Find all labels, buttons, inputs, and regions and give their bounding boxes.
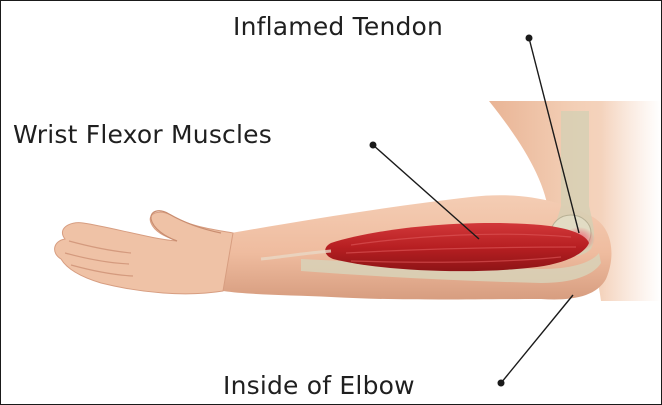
label-wrist-flexor-muscles: Wrist Flexor Muscles [13, 120, 272, 149]
hand [55, 212, 233, 294]
flexor-leader-dot [370, 142, 377, 149]
tendon-leader-dot [526, 35, 533, 42]
elbow-leader-dot [498, 380, 505, 387]
label-inflamed-tendon: Inflamed Tendon [233, 12, 443, 41]
elbow-leader-line [501, 295, 573, 383]
label-inside-of-elbow: Inside of Elbow [223, 371, 415, 400]
